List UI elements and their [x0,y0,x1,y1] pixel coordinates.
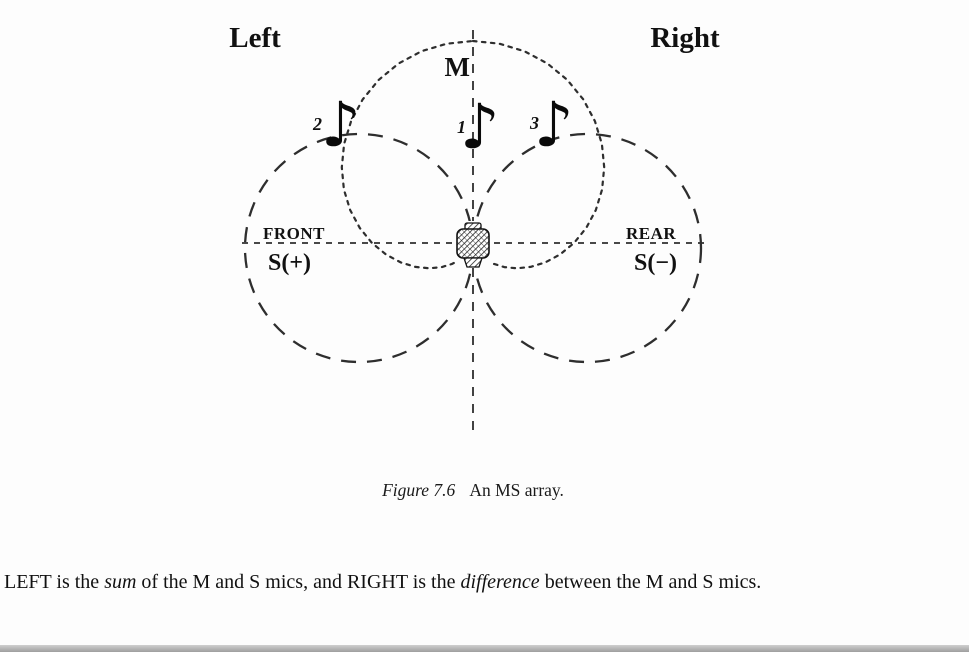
s-plus-lobe-circle [243,132,475,364]
body-text-segment: between the M and S mics. [539,571,762,593]
body-text-sum-emphasis: sum [104,571,137,593]
rear-label: REAR [626,224,676,243]
note-1-icon: ♪ [460,90,500,163]
body-text-segment: of the M and S mics, and RIGHT is the [136,571,461,593]
figure-caption-text: An MS array. [469,480,564,500]
body-paragraph: LEFT is the sum of the M and S mics, and… [4,565,944,599]
note-2-number: 2 [312,114,322,134]
s-minus-lobe-circle [471,132,703,364]
note-2-icon: ♪ [321,88,361,161]
left-channel-label: Left [229,22,281,54]
window-bottom-edge [0,645,969,652]
ms-microphone-icon [455,221,491,268]
m-cardioid-pattern [340,39,606,270]
s-plus-label: S(+) [268,250,311,276]
figure-caption: Figure 7.6 An MS array. [0,480,946,501]
front-label: FRONT [263,224,325,243]
s-minus-label: S(−) [634,250,677,276]
ms-array-diagram: Left Right M FRONT S(+) REAR S(−) ♪ ♪ ♪ … [229,22,720,438]
figure-caption-number: Figure 7.6 [382,480,456,500]
right-channel-label: Right [650,22,720,54]
note-1-number: 1 [457,117,466,137]
note-3-icon: ♪ [534,88,574,161]
body-text-segment: LEFT is the [4,571,105,593]
note-3-number: 3 [529,113,539,133]
mid-mic-label: M [445,52,470,82]
body-text-difference-emphasis: difference [460,571,540,593]
